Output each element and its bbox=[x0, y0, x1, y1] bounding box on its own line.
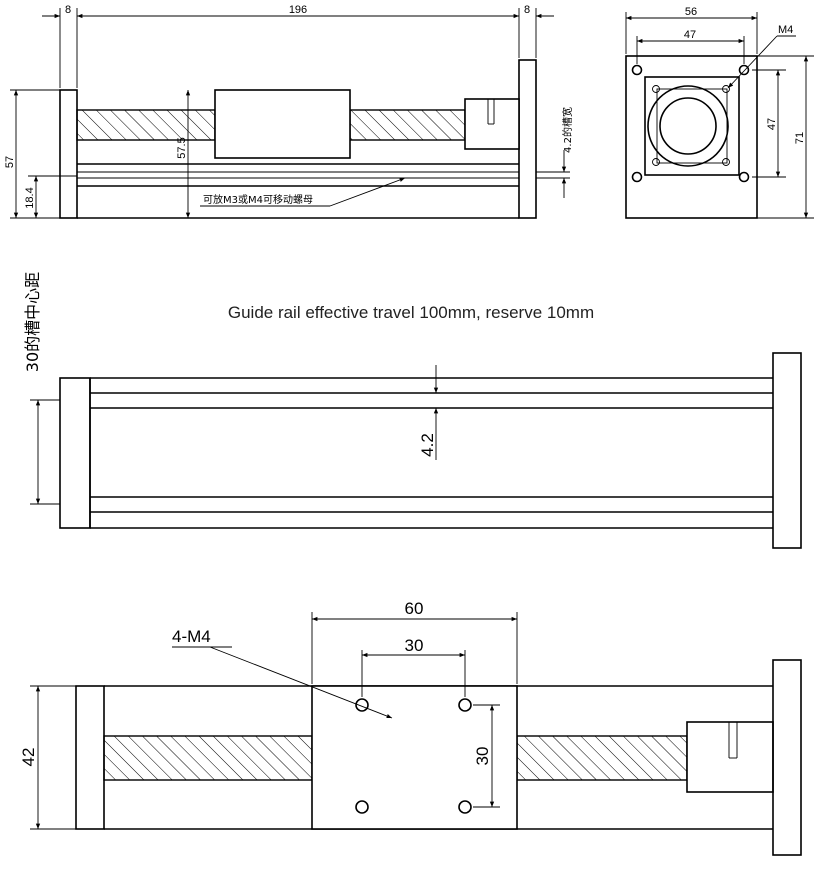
motor-boss-inner bbox=[659, 97, 717, 155]
dim-height: 57 bbox=[4, 156, 16, 168]
hole-label: 4-M4 bbox=[172, 627, 211, 646]
m4-hole bbox=[738, 64, 750, 76]
bottom-lead-screw-right bbox=[516, 735, 688, 781]
dim-hole-height: 47 bbox=[766, 118, 778, 130]
flange-hole bbox=[652, 158, 660, 166]
motor-flange bbox=[644, 76, 740, 176]
carriage-hole bbox=[355, 800, 369, 814]
travel-note: Guide rail effective travel 100mm, reser… bbox=[228, 303, 594, 322]
flange-hole bbox=[722, 85, 730, 93]
right-end-cap bbox=[772, 352, 802, 549]
slot-width-note: 4.2的槽宽 bbox=[561, 107, 574, 153]
end-plate-outline bbox=[625, 55, 758, 219]
flange-hole bbox=[722, 158, 730, 166]
dim-left-plate: 8 bbox=[65, 4, 71, 16]
dim-hole-width: 47 bbox=[684, 29, 696, 41]
dim-hole-spacing-x: 30 bbox=[405, 636, 424, 655]
lead-screw-right bbox=[349, 109, 466, 141]
coupler bbox=[464, 98, 520, 150]
bottom-left-end-plate bbox=[75, 685, 105, 830]
slot-distance-note: 30的槽中心距 bbox=[23, 272, 42, 372]
carriage-plate bbox=[311, 685, 518, 830]
dim-center: 57.5 bbox=[176, 137, 188, 158]
dim-outer-height: 71 bbox=[794, 132, 806, 144]
end-view: 56 47 M4 47 71 bbox=[625, 6, 814, 219]
carriage-view: 60 30 30 42 4-M4 bbox=[19, 599, 802, 856]
m4-hole bbox=[631, 64, 643, 76]
left-end-cap bbox=[59, 377, 91, 529]
dim-right-plate: 8 bbox=[524, 4, 530, 16]
dim-length: 196 bbox=[289, 4, 307, 16]
dim-rail-height: 18.4 bbox=[24, 187, 36, 208]
bottom-coupler bbox=[686, 721, 774, 793]
flange-hole bbox=[652, 85, 660, 93]
dim-carriage-width: 60 bbox=[405, 599, 424, 618]
top-view: 30的槽中心距 Guide rail effective travel 100m… bbox=[23, 272, 802, 549]
bottom-lead-screw-left bbox=[103, 735, 313, 781]
side-view: 8 196 8 57 18.4 57.5 4.2的槽宽 可放M3或M4可移动螺母 bbox=[4, 4, 574, 219]
m4-hole bbox=[738, 171, 750, 183]
dim-hole-spacing-y: 30 bbox=[473, 747, 492, 766]
nut-note: 可放M3或M4可移动螺母 bbox=[203, 193, 313, 206]
bottom-right-end-plate bbox=[772, 659, 802, 856]
carriage-hole bbox=[458, 698, 472, 712]
dim-height-42: 42 bbox=[19, 748, 38, 767]
m4-hole bbox=[631, 171, 643, 183]
dim-slot: 4.2 bbox=[418, 433, 437, 457]
motor-boss-outer bbox=[647, 85, 729, 167]
carriage-hole bbox=[355, 698, 369, 712]
thread-label: M4 bbox=[778, 24, 793, 36]
carriage-block bbox=[214, 89, 351, 159]
left-end-plate bbox=[59, 89, 78, 219]
right-end-plate bbox=[518, 59, 537, 219]
lead-screw-left bbox=[76, 109, 216, 141]
dim-outer-width: 56 bbox=[685, 6, 697, 18]
carriage-hole bbox=[458, 800, 472, 814]
